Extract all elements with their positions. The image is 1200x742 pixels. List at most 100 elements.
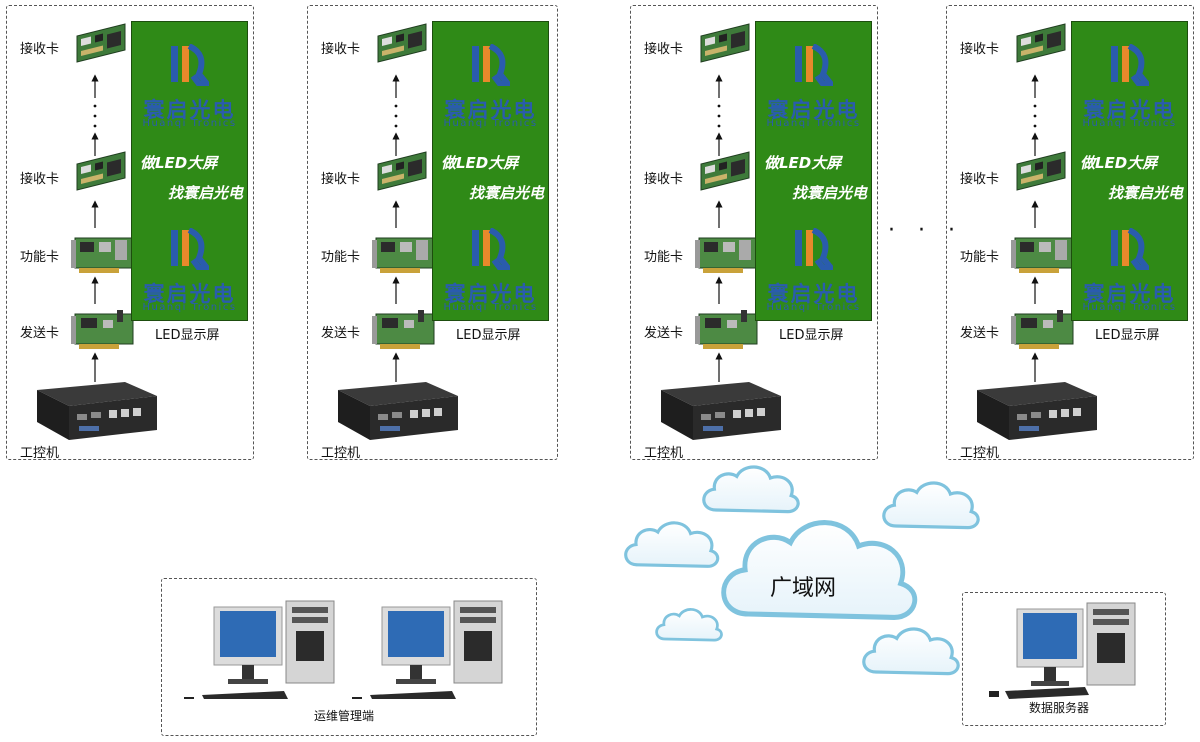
- chain-dot: [1033, 104, 1037, 108]
- receive-card-label-top: 接收卡: [960, 42, 1000, 57]
- receive-card-icon: [1016, 23, 1066, 63]
- brand-name-en: Huanqi Tronics: [1082, 302, 1177, 313]
- receive-card-icon: [700, 151, 750, 191]
- chain-dot: [93, 114, 97, 118]
- receive-card-label-mid: 接收卡: [321, 172, 361, 187]
- server-label: 数据服务器: [1029, 701, 1090, 715]
- cloud-shape: [882, 481, 980, 530]
- function-card-label: 功能卡: [20, 250, 60, 265]
- chain-dot: [394, 124, 398, 128]
- brand-logo-icon: [795, 44, 833, 86]
- brand-name-en: Huanqi Tronics: [1082, 118, 1177, 129]
- send-card-icon: [1011, 310, 1074, 349]
- receive-card-icon: [1016, 151, 1066, 191]
- brand-logo-icon: [1111, 228, 1149, 270]
- industrial-pc-label: 工控机: [20, 446, 60, 461]
- chain-dot: [717, 114, 721, 118]
- slogan-line-1: 做LED大屏: [764, 154, 842, 172]
- send-card-icon: [372, 310, 435, 349]
- brand-logo-icon: [472, 44, 510, 86]
- cloud-shape: [702, 465, 800, 514]
- industrial-pc-icon: [977, 382, 1097, 440]
- slogan-line-2: 找寰启光电: [792, 184, 868, 202]
- led-display-panel: 寰启光电 Huanqi Tronics 做LED大屏 找寰启光电 寰启光电 Hu…: [755, 21, 872, 321]
- brand-name-cn: 寰启光电: [143, 282, 236, 306]
- slogan-line-2: 找寰启光电: [1108, 184, 1184, 202]
- brand-name-cn: 寰启光电: [767, 98, 860, 122]
- industrial-pc-icon: [338, 382, 458, 440]
- brand-name-en: Huanqi Tronics: [142, 118, 237, 129]
- brand-logo-icon: [1111, 44, 1149, 86]
- brand-name-en: Huanqi Tronics: [443, 302, 538, 313]
- signal-arrows: [338, 23, 458, 440]
- brand-name-en: Huanqi Tronics: [766, 118, 861, 129]
- chain-dot: [1033, 124, 1037, 128]
- receive-card-label-top: 接收卡: [20, 42, 60, 57]
- slogan-line-2: 找寰启光电: [469, 184, 545, 202]
- brand-logo-icon: [795, 228, 833, 270]
- chain-dot: [717, 124, 721, 128]
- send-card-label: 发送卡: [644, 326, 684, 341]
- rack-ellipsis: · · ·: [888, 218, 963, 243]
- server-computer-icon: [989, 602, 1136, 699]
- signal-arrows: [661, 23, 781, 440]
- led-display-label: LED显示屏: [1095, 328, 1160, 343]
- receive-card-icon: [700, 23, 750, 63]
- led-display-label: LED显示屏: [779, 328, 844, 343]
- receive-card-icon: [377, 151, 427, 191]
- receive-card-label-mid: 接收卡: [960, 172, 1000, 187]
- function-card-icon: [1011, 237, 1074, 273]
- function-card-icon: [71, 237, 134, 273]
- led-display-label: LED显示屏: [456, 328, 521, 343]
- rack-group: 接收卡 接收卡 功能卡 发送卡 工控机 寰启光电 Huanqi Tronics …: [630, 5, 878, 461]
- slogan-line-1: 做LED大屏: [441, 154, 519, 172]
- send-card-icon: [71, 310, 134, 349]
- brand-logo-icon: [171, 44, 209, 86]
- slogan-line-1: 做LED大屏: [1080, 154, 1158, 172]
- chain-dot: [93, 104, 97, 108]
- brand-name-en: Huanqi Tronics: [443, 118, 538, 129]
- brand-name-en: Huanqi Tronics: [766, 302, 861, 313]
- industrial-pc-label: 工控机: [321, 446, 361, 461]
- receive-card-label-mid: 接收卡: [644, 172, 684, 187]
- chain-dot: [394, 114, 398, 118]
- receive-card-label-top: 接收卡: [644, 42, 684, 57]
- industrial-pc-icon: [661, 382, 781, 440]
- function-card-icon: [372, 237, 435, 273]
- ops-label: 运维管理端: [314, 709, 375, 723]
- send-card-label: 发送卡: [20, 326, 60, 341]
- brand-name-en: Huanqi Tronics: [142, 302, 237, 313]
- brand-name-cn: 寰启光电: [444, 98, 537, 122]
- led-display-panel: 寰启光电 Huanqi Tronics 做LED大屏 找寰启光电 寰启光电 Hu…: [131, 21, 248, 321]
- function-card-label: 功能卡: [960, 250, 1000, 265]
- receive-card-label-mid: 接收卡: [20, 172, 60, 187]
- brand-name-cn: 寰启光电: [143, 98, 236, 122]
- rack-group: 接收卡 接收卡 功能卡 发送卡 工控机 寰启光电 Huanqi Tronics …: [307, 5, 558, 461]
- chain-dot: [717, 104, 721, 108]
- signal-arrows: [37, 23, 157, 440]
- receive-card-icon: [76, 151, 126, 191]
- function-card-label: 功能卡: [644, 250, 684, 265]
- function-card-label: 功能卡: [321, 250, 361, 265]
- send-card-icon: [695, 310, 758, 349]
- signal-arrows: [977, 23, 1097, 440]
- slogan-line-2: 找寰启光电: [168, 184, 244, 202]
- chain-dot: [1033, 114, 1037, 118]
- rack-group: 接收卡 接收卡 功能卡 发送卡 工控机 寰启光电 Huanqi Tronics …: [6, 5, 254, 461]
- chain-dot: [394, 104, 398, 108]
- send-card-label: 发送卡: [321, 326, 361, 341]
- desktop-computer-icon: [352, 600, 503, 699]
- wan-label: 广域网: [770, 576, 837, 601]
- rack-group: 接收卡 接收卡 功能卡 发送卡 工控机 寰启光电 Huanqi Tronics …: [946, 5, 1194, 461]
- ops-group: 运维管理端: [161, 578, 537, 736]
- industrial-pc-label: 工控机: [960, 446, 1000, 461]
- brand-name-cn: 寰启光电: [1083, 98, 1176, 122]
- brand-logo-icon: [472, 228, 510, 270]
- brand-name-cn: 寰启光电: [1083, 282, 1176, 306]
- cloud-shape: [624, 521, 720, 568]
- brand-name-cn: 寰启光电: [767, 282, 860, 306]
- led-display-panel: 寰启光电 Huanqi Tronics 做LED大屏 找寰启光电 寰启光电 Hu…: [432, 21, 549, 321]
- led-display-panel: 寰启光电 Huanqi Tronics 做LED大屏 找寰启光电 寰启光电 Hu…: [1071, 21, 1188, 321]
- industrial-pc-label: 工控机: [644, 446, 684, 461]
- brand-logo-icon: [171, 228, 209, 270]
